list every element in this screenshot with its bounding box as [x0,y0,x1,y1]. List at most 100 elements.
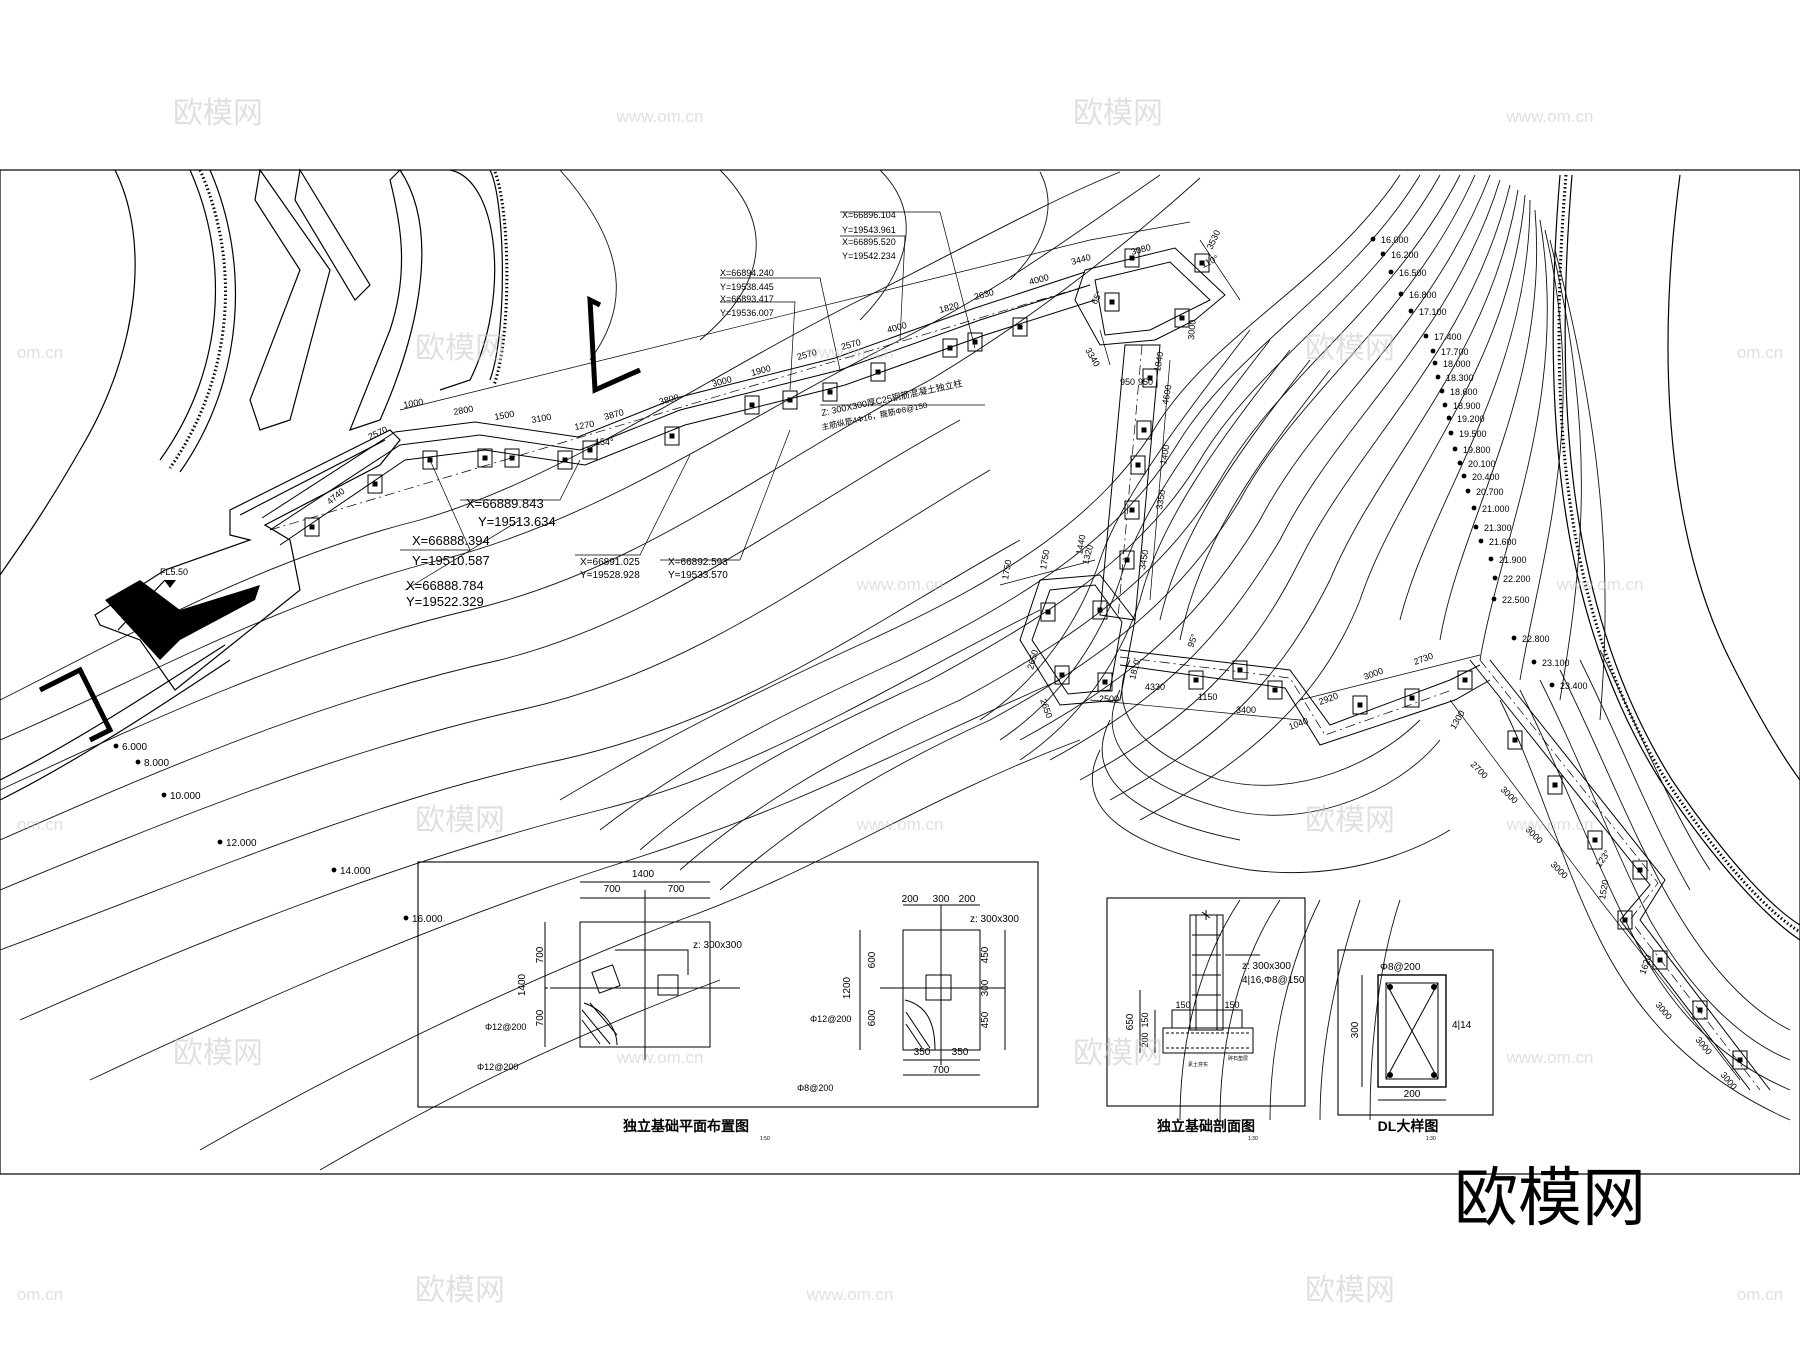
dimension-label: 3440 [1070,252,1092,267]
plan2-dim-right-1: 450 [980,946,991,963]
dimension-label: 2570 [367,424,389,442]
dimension-label: 3000 [1653,1000,1674,1022]
left-road [0,169,237,801]
watermark-side: om.cn [17,1285,63,1304]
beam-height-label: 300 [1350,1021,1361,1038]
contour-label: 18.600 [1450,387,1478,397]
dimension-label: 1750 [1038,549,1051,570]
contour-label: 21.300 [1484,523,1512,533]
drawing-labels: 6.0008.00010.00012.00014.00016.00016.000… [113,210,1739,1236]
coordinate-y: Y=19510.587 [412,553,490,568]
column-footing [582,440,598,460]
column-footing [1632,860,1648,880]
footing-plan-2 [859,904,1006,1076]
dimension-label: 2920 [1317,691,1339,707]
contour-point [1446,415,1452,421]
dimension-label: 3100 [531,412,552,425]
column-core [1109,299,1115,305]
beam-title: DL大样图 [1378,1118,1439,1134]
dimension-label: 1620 [1637,953,1653,975]
plan1-dim-height: 1400 [517,973,528,996]
coordinate-x: X=66895.520 [842,237,896,247]
column-core [1357,702,1363,708]
dimension-label: 65° [1089,289,1105,306]
detail-plan-frame [417,861,1039,1108]
dimension-label: 4600 [1160,384,1173,405]
dimension-label: 1520 [1597,879,1610,900]
coordinate-y: Y=19528.928 [580,570,640,581]
contour-label: 23.400 [1560,681,1588,691]
dimension-label: 2700 [1469,759,1490,780]
watermark-logo: 欧模网 [1305,803,1395,838]
dimension-label: 2730 [1412,651,1434,667]
watermark-site: www.om.cn [856,575,944,594]
plan1-rebar-2: Φ12@200 [477,1062,518,1072]
contour-label: 8.000 [144,758,169,769]
dimension-label: 1440 [1074,534,1087,555]
dimension-label: 1000 [403,397,424,410]
dimension-label: 1270 [574,419,595,432]
dimension-label: 3400 [1236,705,1256,715]
section-dim-150: 150 [1140,1012,1150,1027]
dimension-label: 95° [1185,632,1199,649]
contour-point [1435,374,1441,380]
column-core [1409,695,1415,701]
section-slab-label: 碎石垫层 [1228,1055,1248,1062]
column-core [309,524,315,530]
coordinate-y: Y=19522.329 [406,594,484,609]
contour-label: 22.500 [1502,595,1530,605]
column-core [1141,427,1147,433]
column-core [972,339,978,345]
level-marker-triangle [164,580,176,588]
dimension-label: 1040 [1287,716,1309,732]
dimension-label: 1400 [1158,444,1171,465]
contour-point [1491,596,1497,602]
plan2-rebar-2: Φ8@200 [797,1083,833,1093]
column-footing [1092,600,1108,620]
contour-point [1511,635,1517,641]
plan1-dim-upper: 700 [535,946,546,963]
column-footing [870,362,886,382]
column-footing [367,474,383,494]
coordinate-x: X=66888.394 [412,533,490,548]
column-footing [942,338,958,358]
contour-point [1448,430,1454,436]
contour-label: 19.800 [1463,445,1491,455]
plan1-dim-total: 1400 [632,869,655,880]
contour-label: 23.100 [1542,658,1570,668]
contour-label: 6.000 [122,742,147,753]
beam-section [1361,974,1447,1101]
contour-point [161,792,167,798]
contour-label: 18.000 [1443,359,1471,369]
plan1-dim-lower: 700 [535,1009,546,1026]
watermark-site: www.om.cn [856,815,944,834]
column-core [1045,609,1051,615]
contour-label: 16.200 [1391,250,1419,260]
dimension-label: 3350 [1154,489,1167,510]
column-core [1512,737,1518,743]
plan1-dim-left: 700 [604,884,621,895]
coordinate-x: X=66888.784 [406,578,484,593]
section-title: 独立基础剖面图 [1157,1118,1255,1134]
plan2-dim-left-3: 600 [867,1009,878,1026]
column-core [1592,837,1598,843]
contour-point [1408,308,1414,314]
column-footing [477,448,493,468]
dimension-label: 3340 [1083,346,1102,368]
contour-lines-dense [559,174,1791,1121]
watermark-logo: 欧模网 [173,1036,263,1071]
coordinate-y: Y=19543.961 [842,225,896,235]
column-footing [1587,830,1603,850]
contour-point [217,839,223,845]
contour-label: 16.500 [1399,268,1427,278]
column-core [587,447,593,453]
contour-point [331,867,337,873]
plan2-dim-c: 200 [959,894,976,905]
contour-point [1439,388,1445,394]
contour-label: 12.000 [226,838,257,849]
column-core [1237,667,1243,673]
column-core [1017,324,1023,330]
column-footing [1404,688,1420,708]
plan1-column-label: z: 300x300 [693,940,742,951]
